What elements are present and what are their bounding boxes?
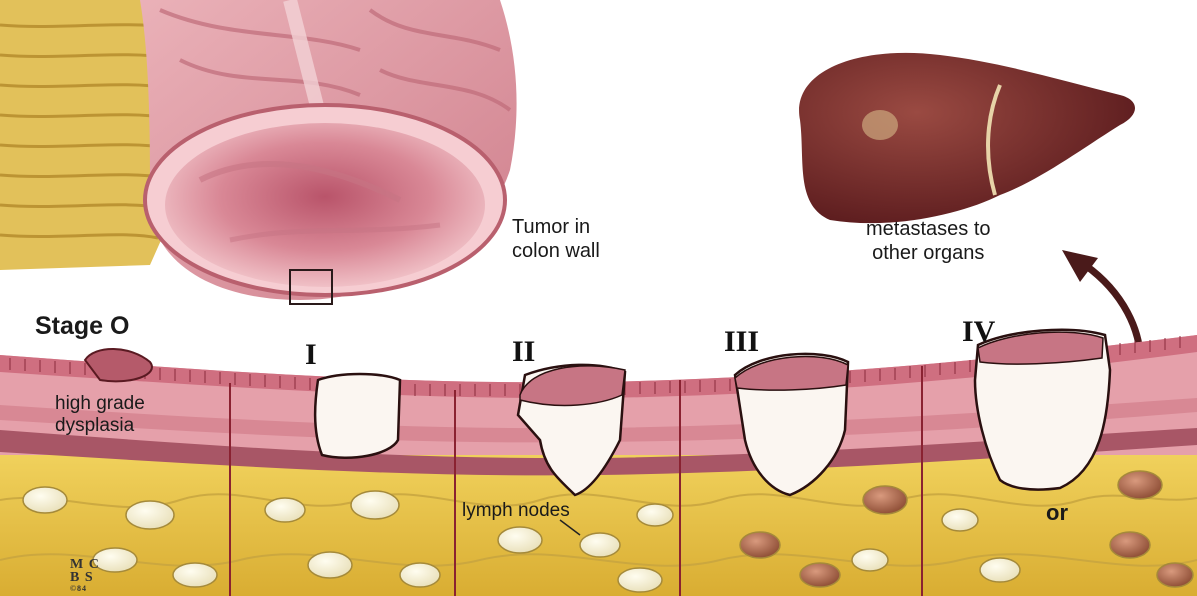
tumor-label: Tumor in colon wall (512, 216, 600, 263)
stage-0-title: Stage O (35, 312, 129, 342)
stage-2-label: II (512, 335, 535, 369)
stage-0-description: high grade dysplasia (55, 393, 145, 438)
colon-tube (140, 0, 517, 304)
stage-0-description-line-1: high grade (55, 393, 145, 415)
tumor-stage-1 (315, 374, 400, 458)
stage-4-label: IV (962, 315, 995, 349)
signature-line-2: B S (70, 571, 100, 584)
lymph-nodes-label: lymph nodes (462, 500, 570, 522)
metastases-label: metastases to other organs (866, 218, 991, 265)
liver (799, 53, 1135, 223)
tumor-label-line-2: colon wall (512, 240, 600, 264)
stage-0-description-line-2: dysplasia (55, 415, 145, 437)
tumor-label-line-1: Tumor in (512, 216, 600, 240)
stage-3-label: III (724, 325, 759, 359)
stage-1-label: I (305, 338, 317, 372)
signature-line-3: ©84 (70, 585, 100, 593)
signature-line-1: M C (70, 558, 100, 571)
metastases-label-line-1: metastases to (866, 218, 991, 242)
artist-signature: M C B S ©84 (70, 558, 100, 592)
metastases-label-line-2: other organs (866, 242, 991, 266)
or-label: or (1046, 500, 1068, 526)
